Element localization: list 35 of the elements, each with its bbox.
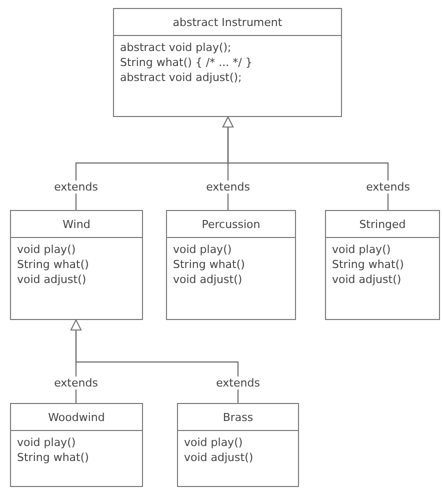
method-signature: String what()	[332, 258, 404, 271]
class-box	[325, 210, 440, 320]
class-box	[10, 403, 143, 487]
class-name: Wind	[62, 218, 90, 231]
class-name: Stringed	[359, 218, 406, 231]
edge-label: extends	[364, 180, 412, 193]
method-signature: void adjust()	[184, 451, 254, 464]
method-signature: void play()	[184, 436, 243, 449]
method-signature: void play()	[173, 243, 232, 256]
method-signature: String what()	[173, 258, 245, 271]
method-signature: abstract void adjust();	[120, 71, 242, 84]
class-name: Percussion	[202, 218, 260, 231]
class-name: Woodwind	[48, 411, 105, 424]
method-signature: String what()	[17, 258, 89, 271]
class-box	[113, 8, 342, 117]
method-signature: void play()	[17, 243, 76, 256]
method-signature: void adjust()	[173, 273, 242, 286]
class-box	[10, 210, 143, 320]
edge-label: extends	[214, 376, 262, 389]
method-signature: String what()	[17, 451, 89, 464]
edge-label: extends	[204, 180, 252, 193]
class-name: Brass	[222, 411, 254, 424]
edge-label: extends	[52, 376, 100, 389]
method-signature: void adjust()	[332, 273, 402, 286]
method-signature: String what() { /* ... */ }	[120, 56, 252, 69]
inheritance-arrow	[222, 116, 389, 210]
class-box	[177, 403, 299, 487]
method-signature: void play()	[332, 243, 391, 256]
method-signature: void adjust()	[17, 273, 86, 286]
method-signature: abstract void play();	[120, 41, 232, 54]
edge-label: extends	[52, 180, 100, 193]
class-box	[166, 210, 296, 320]
method-signature: void play()	[17, 436, 76, 449]
class-name: abstract Instrument	[172, 16, 282, 29]
inheritance-arrow	[70, 320, 239, 403]
